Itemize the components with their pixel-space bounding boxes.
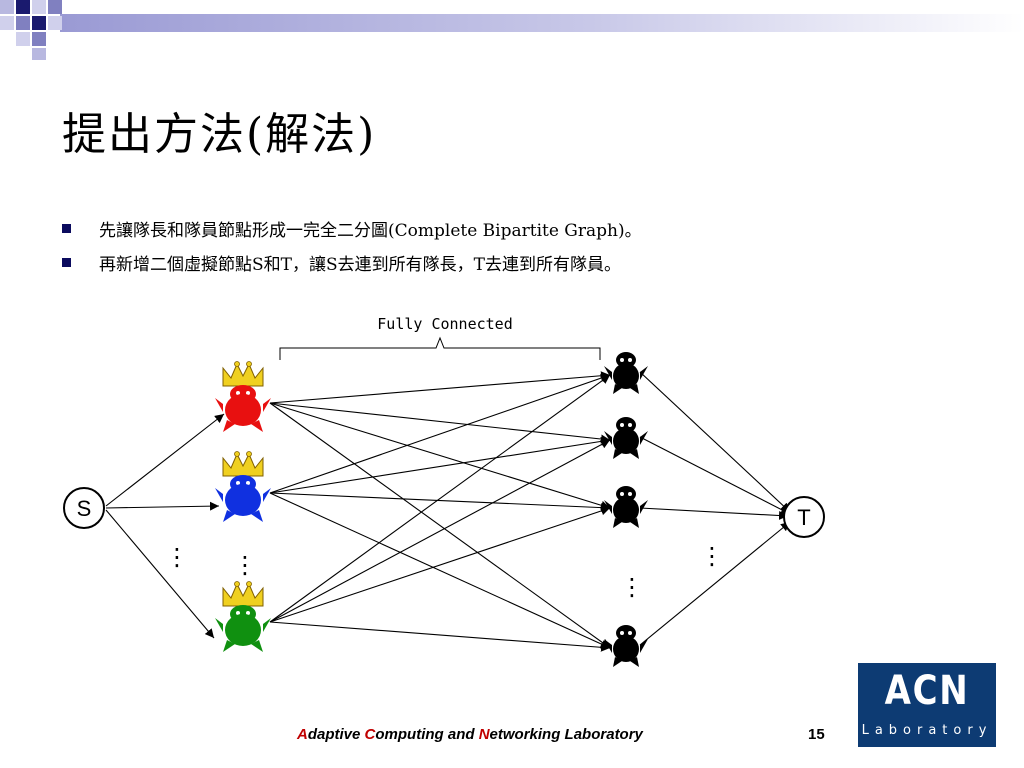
source-node-s: S	[63, 487, 105, 529]
bullet-item: 再新增二個虛擬節點S和T，讓S去連到所有隊長，T去連到所有隊員。	[62, 250, 621, 275]
bug-icon	[604, 417, 648, 459]
member-node	[604, 417, 648, 459]
brace-label: Fully Connected	[377, 315, 512, 333]
page-number: 15	[808, 726, 825, 743]
source-node-label: S	[77, 496, 92, 521]
footer-letter: N	[478, 726, 490, 743]
crown-icon	[222, 451, 264, 477]
fully-connected-brace	[279, 336, 601, 360]
ellipsis-leaders: ⋮	[233, 551, 257, 579]
square-bullet-icon	[62, 258, 71, 267]
footer-word: daptive	[307, 726, 365, 743]
logo-main-text: ACN	[884, 668, 970, 714]
leader-node-green	[215, 581, 271, 652]
sink-node-t: T	[783, 496, 825, 538]
bipartite-edges	[269, 371, 611, 652]
bug-icon	[604, 625, 648, 667]
ellipsis-members: ⋮	[620, 573, 644, 601]
footer-lab-name: Adaptive Computing and Networking Labora…	[297, 726, 643, 743]
bullet-item: 先讓隊長和隊員節點形成一完全二分圖(Complete Bipartite Gra…	[62, 216, 642, 241]
bug-body-icon	[215, 605, 271, 652]
member-node	[604, 352, 648, 394]
logo-sub-text: Laboratory	[861, 723, 993, 738]
square-bullet-icon	[62, 224, 71, 233]
footer-letter: C	[364, 726, 376, 743]
source-edges	[105, 413, 225, 639]
ellipsis-source-side: ⋮	[165, 543, 189, 571]
bug-body-icon	[215, 385, 271, 432]
bullet-text: 先讓隊長和隊員節點形成一完全二分圖(Complete Bipartite Gra…	[99, 221, 642, 241]
bug-body-icon	[215, 475, 271, 522]
footer-word: omputing and	[375, 726, 479, 743]
sink-node-label: T	[797, 505, 810, 530]
member-node	[604, 486, 648, 528]
bullet-text: 再新增二個虛擬節點S和T，讓S去連到所有隊長，T去連到所有隊員。	[99, 255, 621, 275]
footer-word: etworking Laboratory	[489, 726, 643, 743]
crown-icon	[222, 581, 264, 607]
leader-node-blue	[215, 451, 271, 522]
acn-lab-logo: ACN Laboratory	[858, 663, 996, 747]
header-decoration	[0, 0, 1024, 60]
slide-title: 提出方法(解法)	[62, 109, 377, 160]
crown-icon	[222, 361, 264, 387]
sink-edges	[639, 371, 791, 646]
ellipsis-sink-side: ⋮	[700, 542, 724, 570]
bug-icon	[604, 352, 648, 394]
footer-letter: A	[297, 726, 308, 743]
leader-node-red	[215, 361, 271, 432]
bug-icon	[604, 486, 648, 528]
member-node	[604, 625, 648, 667]
